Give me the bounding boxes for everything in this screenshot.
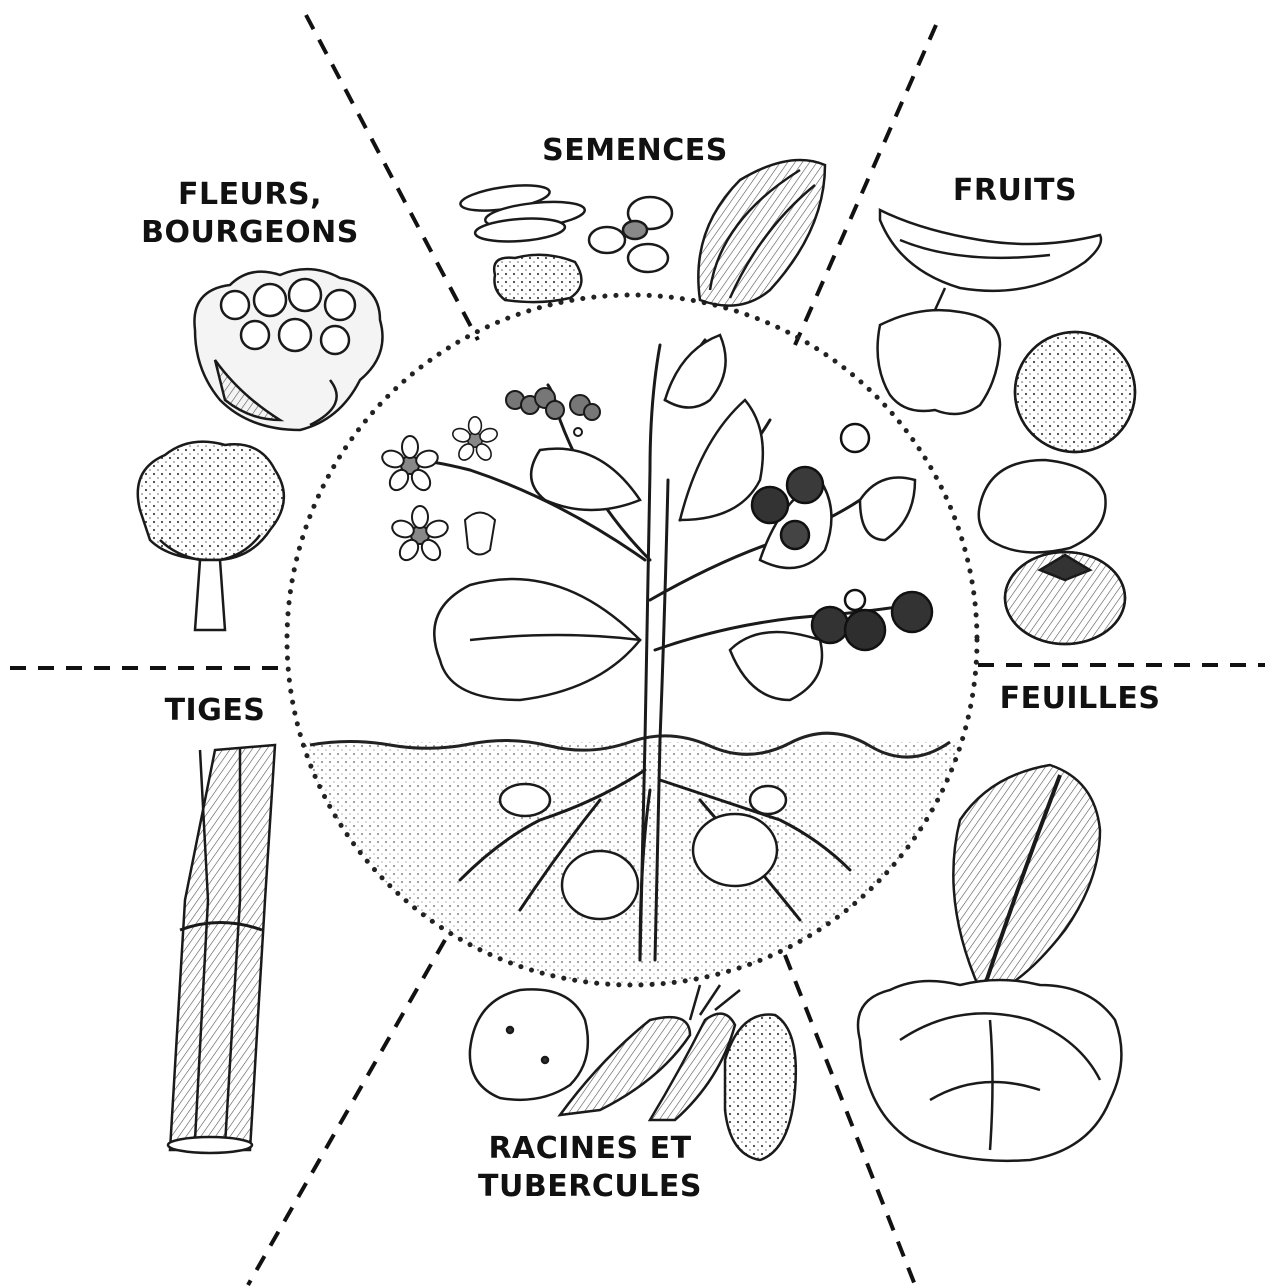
label-racines-line2: TUBERCULES [440, 1168, 740, 1206]
divider-line-bottom-left [248, 940, 445, 1285]
label-feuilles-text: FEUILLES [975, 680, 1185, 718]
tomato [1005, 552, 1125, 644]
banana [880, 210, 1101, 291]
bell-pepper [878, 310, 1000, 414]
label-fruits-text: FRUITS [930, 172, 1100, 210]
label-fleurs-bourgeons: FLEURS, BOURGEONS [120, 176, 380, 252]
fruits-illustration [878, 210, 1135, 644]
label-racines-line1: RACINES ET [440, 1130, 740, 1168]
corn-cob [698, 160, 825, 306]
seeds-illustration [459, 160, 825, 306]
central-plant [280, 295, 990, 1002]
leaf-left-large [434, 579, 640, 700]
chard-leaf [953, 765, 1100, 990]
broccoli [138, 442, 284, 630]
leaf-upper-left [531, 449, 640, 510]
lemon [979, 460, 1106, 553]
label-fruits: FRUITS [930, 172, 1100, 210]
label-tiges: TIGES [140, 692, 290, 730]
leaf-right-upper [680, 400, 763, 520]
leaf-far-right [860, 478, 915, 541]
stems-illustration [168, 745, 275, 1153]
label-semences-text: SEMENCES [520, 132, 750, 170]
label-fleurs-line1: FLEURS, [120, 176, 380, 214]
potato [470, 989, 588, 1099]
leaf-right-lower [730, 632, 822, 700]
label-tiges-text: TIGES [140, 692, 290, 730]
label-fleurs-line2: BOURGEONS [120, 214, 380, 252]
label-feuilles: FEUILLES [975, 680, 1185, 718]
label-racines-tubercules: RACINES ET TUBERCULES [440, 1130, 740, 1206]
lettuce [858, 980, 1121, 1161]
leaf-top [665, 335, 726, 408]
stalk [170, 745, 275, 1150]
label-semences: SEMENCES [520, 132, 750, 170]
